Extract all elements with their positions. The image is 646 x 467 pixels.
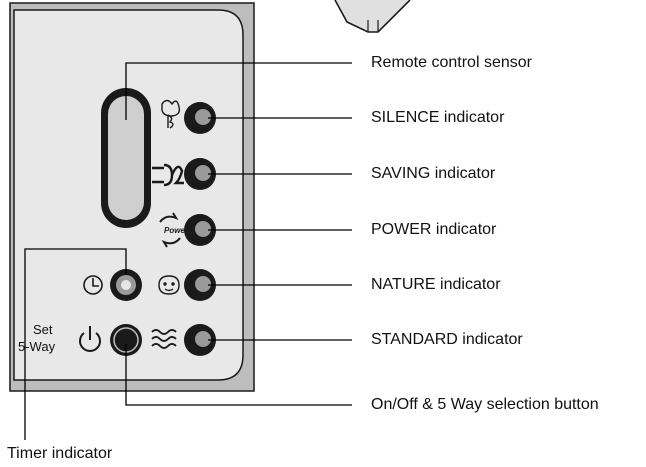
leader-onoff <box>125 344 352 406</box>
label-nature: NATURE indicator <box>371 276 501 293</box>
timer-icon <box>83 275 103 295</box>
label-timer: Timer indicator <box>7 445 113 462</box>
label-remote-sensor: Remote control sensor <box>371 54 532 71</box>
label-power: POWER indicator <box>371 221 497 238</box>
power-icon: Power <box>159 212 189 248</box>
led-standard <box>184 324 216 356</box>
nature-icon <box>158 275 180 295</box>
device-top-corner <box>334 0 411 33</box>
set-label: Set <box>33 322 53 337</box>
standard-icon <box>151 329 177 349</box>
led-silence <box>184 102 216 134</box>
silence-icon <box>161 99 181 129</box>
five-way-label: 5-Way <box>18 339 56 354</box>
label-silence: SILENCE indicator <box>371 109 505 126</box>
leader-remote-sensor <box>125 62 352 120</box>
power-icon-text: Power <box>164 226 189 235</box>
remote-sensor-window <box>108 96 144 220</box>
led-nature <box>184 269 216 301</box>
led-saving <box>184 158 216 190</box>
led-power <box>184 214 216 246</box>
leader-lines <box>24 62 352 440</box>
label-saving: SAVING indicator <box>371 165 496 182</box>
label-onoff: On/Off & 5 Way selection button <box>371 396 599 413</box>
led-timer <box>110 269 142 301</box>
saving-icon <box>152 163 184 187</box>
onoff-icon <box>79 326 101 352</box>
leader-timer <box>24 248 127 440</box>
label-standard: STANDARD indicator <box>371 331 523 348</box>
